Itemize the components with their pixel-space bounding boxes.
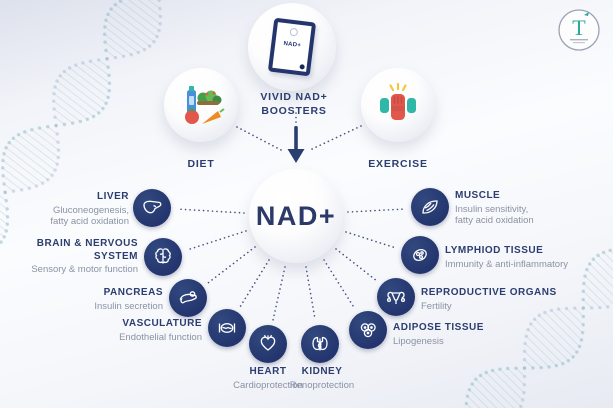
node-label-pancreas: PANCREAS Insulin secretion bbox=[43, 287, 163, 312]
connector-reproductive bbox=[335, 248, 378, 282]
node-subtitle: Insulin secretion bbox=[94, 300, 163, 312]
diet-food-icon bbox=[185, 86, 225, 124]
reproductive-organs-icon bbox=[377, 278, 415, 316]
lymphoid-tissue-icon bbox=[401, 236, 439, 274]
node-subtitle: Sensory & motor function bbox=[31, 264, 138, 275]
supplement-dot bbox=[299, 64, 305, 70]
logo-circle bbox=[558, 9, 600, 51]
node-label-adipose: ADIPOSE TISSUE Lipogenesis bbox=[393, 322, 543, 347]
diet-sphere bbox=[164, 68, 238, 142]
node-subtitle: Cardioprotection bbox=[233, 379, 303, 391]
node-label-lymphoid: LYMPHIOD TISSUE Immunity & anti-inflamma… bbox=[445, 245, 610, 270]
node-title: VASCULATURE bbox=[122, 318, 202, 329]
vasculature-icon bbox=[208, 309, 246, 347]
node-title: HEART bbox=[249, 366, 287, 377]
logo-smalltext-bar2 bbox=[573, 42, 585, 44]
connector-pancreas bbox=[207, 246, 256, 284]
exercise-fist-dumbbell-icon bbox=[380, 82, 416, 120]
node-label-reproductive: REPRODUCTIVE ORGANS Fertility bbox=[421, 287, 596, 312]
connector-diet-boosters bbox=[236, 126, 284, 152]
node-label-liver: LIVER Gluconeogenesis, fatty acid oxidat… bbox=[19, 191, 129, 228]
node-label-kidney: KIDNEY Renoprotection bbox=[262, 366, 382, 391]
node-label-brain: BRAIN & NERVOUS SYSTEM Sensory & motor f… bbox=[0, 238, 138, 276]
connector-vasculature bbox=[239, 259, 270, 308]
node-title: PANCREAS bbox=[103, 287, 163, 298]
node-subtitle: Renoprotection bbox=[289, 379, 355, 391]
kidney-icon bbox=[301, 325, 339, 363]
supplement-cap-icon bbox=[289, 27, 299, 37]
down-arrow bbox=[287, 126, 305, 163]
nad-central-label: NAD+ bbox=[255, 200, 337, 231]
node-title: LIVER bbox=[97, 191, 129, 202]
connector-brain bbox=[186, 230, 247, 251]
adipose-tissue-icon bbox=[349, 311, 387, 349]
exercise-label: EXERCISE bbox=[368, 158, 428, 170]
connector-exercise-boosters bbox=[309, 125, 362, 151]
node-subtitle: Insulin sensitivity, fatty acid oxidatio… bbox=[455, 203, 534, 227]
logo-smalltext-bar bbox=[570, 39, 588, 41]
node-label-vasculature: VASCULATURE Endothelial function bbox=[62, 318, 202, 343]
nad-central-sphere: NAD+ bbox=[249, 169, 343, 263]
connector-adipose bbox=[323, 259, 356, 310]
brand-logo: T bbox=[555, 6, 603, 54]
connector-lymphoid bbox=[345, 231, 397, 249]
node-title: LYMPHIOD TISSUE bbox=[445, 245, 544, 256]
exercise-sphere bbox=[361, 68, 435, 142]
nad-supplement-box-icon: NAD+ bbox=[267, 17, 317, 77]
connector-heart bbox=[272, 266, 286, 321]
connector-muscle bbox=[347, 208, 406, 213]
node-title: MUSCLE bbox=[455, 190, 501, 201]
node-label-heart: HEART Cardioprotection bbox=[208, 366, 328, 391]
node-subtitle: Gluconeogenesis, fatty acid oxidation bbox=[50, 204, 129, 228]
brain-icon bbox=[144, 238, 182, 276]
liver-icon bbox=[133, 189, 171, 227]
node-title: ADIPOSE TISSUE bbox=[393, 322, 484, 333]
node-subtitle: Fertility bbox=[421, 300, 452, 312]
logo-leaf-icon bbox=[584, 12, 589, 16]
diet-label: DIET bbox=[187, 158, 215, 170]
pancreas-icon bbox=[169, 279, 207, 317]
node-title: BRAIN & NERVOUS SYSTEM bbox=[36, 238, 138, 262]
supplement-box-label: NAD+ bbox=[283, 40, 302, 50]
connector-liver bbox=[176, 208, 245, 214]
logo-letter: T bbox=[572, 15, 586, 40]
node-title: REPRODUCTIVE ORGANS bbox=[421, 287, 557, 298]
boosters-sphere: NAD+ bbox=[248, 3, 336, 91]
muscle-icon bbox=[411, 188, 449, 226]
node-label-muscle: MUSCLE Insulin sensitivity, fatty acid o… bbox=[455, 190, 595, 227]
boosters-label: VIVID NAD+ BOOSTERS bbox=[260, 91, 328, 118]
node-title: KIDNEY bbox=[301, 366, 343, 377]
heart-icon bbox=[249, 325, 287, 363]
connector-kidney bbox=[305, 266, 316, 320]
node-subtitle: Endothelial function bbox=[119, 331, 202, 343]
node-subtitle: Lipogenesis bbox=[393, 335, 444, 347]
node-subtitle: Immunity & anti-inflammatory bbox=[445, 258, 569, 270]
